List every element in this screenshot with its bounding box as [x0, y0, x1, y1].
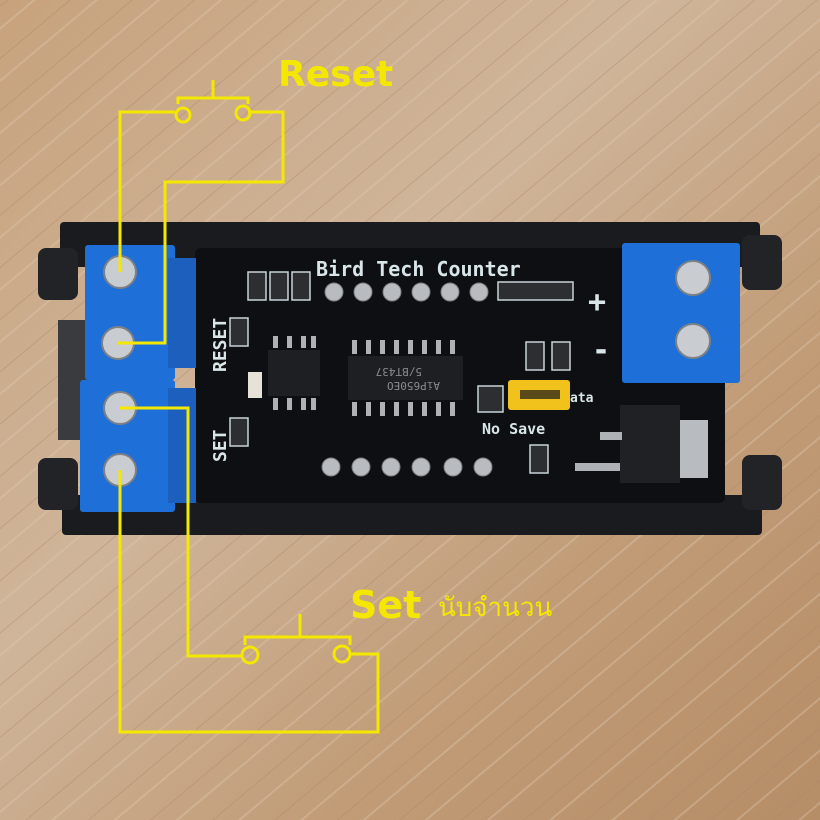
reset-switch-wiring: [118, 80, 285, 345]
terminal-block-left-bottom: [80, 380, 196, 512]
reset-label: Reset: [278, 54, 393, 95]
set-silk: SET: [210, 429, 231, 462]
minus-silk: -: [592, 333, 610, 368]
chip-small: [268, 336, 320, 410]
pcb-title: Bird Tech Counter: [316, 257, 521, 281]
set-thai-label: นับจำนวน: [438, 593, 552, 623]
smd-components: [229, 271, 574, 474]
data-silk: ata: [570, 391, 594, 406]
capacitor: [248, 372, 262, 398]
reset-silk: RESET: [210, 318, 231, 372]
screw-icon[interactable]: [675, 260, 711, 296]
plus-silk: +: [588, 285, 606, 320]
header-pins-top: [324, 282, 489, 302]
no-save-silk: No Save: [482, 420, 545, 438]
header-pins-bottom: [321, 457, 493, 477]
terminal-block-power: [622, 243, 740, 383]
chip-main: AiP650EO 5/BT437: [348, 340, 463, 416]
jumper-slot: [520, 390, 560, 399]
enclosure: [38, 222, 782, 535]
set-switch-wiring: [118, 406, 380, 734]
chip-text-line1: AiP650EO: [387, 379, 440, 392]
chip-text-line2: 5/BT437: [376, 365, 422, 378]
screw-icon[interactable]: [675, 323, 711, 359]
voltage-regulator: [575, 405, 708, 483]
terminal-block-left-top: [85, 245, 196, 380]
set-label: Set: [350, 583, 421, 627]
